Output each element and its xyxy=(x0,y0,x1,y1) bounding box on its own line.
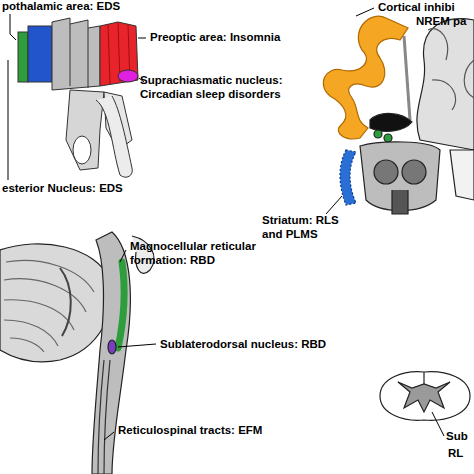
region-label: Preoptic area: Insomnia xyxy=(150,31,280,45)
leader-line xyxy=(8,60,9,180)
region-label: Cortical inhibi xyxy=(378,1,455,15)
leader-line xyxy=(8,14,146,180)
region-label: Sublaterodorsal nucleus: RBD xyxy=(160,338,326,352)
hypothalamus xyxy=(100,22,138,86)
leader-line xyxy=(356,8,374,16)
hypothalamus xyxy=(18,32,28,82)
coronal-brain xyxy=(417,19,474,150)
coronal-brain xyxy=(384,134,392,142)
region-label: pothalamic area: EDS xyxy=(2,0,120,14)
coronal-brain xyxy=(402,160,426,184)
spinal-cord xyxy=(423,372,424,384)
coronal-brain xyxy=(340,150,356,205)
brainstem xyxy=(60,268,71,336)
coronal-brain xyxy=(370,113,412,131)
region-label: esterior Nucleus: EDS xyxy=(2,182,123,196)
brainstem xyxy=(118,262,124,348)
leader-line xyxy=(118,344,156,347)
brainstem xyxy=(92,232,130,474)
region-label: Sub xyxy=(446,430,468,444)
region-label: Magnocellular reticular formation: RBD xyxy=(130,240,280,268)
coronal-brain xyxy=(392,190,408,214)
coronal-brain xyxy=(323,16,474,214)
coronal-brain xyxy=(374,160,398,184)
leader-line xyxy=(432,412,444,436)
coronal-brain xyxy=(374,130,382,138)
leader-line xyxy=(10,14,16,40)
leader-line xyxy=(104,250,156,440)
hypothalamus xyxy=(118,70,138,82)
leader-line xyxy=(138,38,146,39)
brainstem xyxy=(0,232,154,474)
coronal-brain xyxy=(404,36,410,120)
spinal-cord xyxy=(380,372,470,421)
coronal-brain xyxy=(428,29,474,110)
hypothalamus xyxy=(96,96,132,177)
hypothalamus xyxy=(70,24,88,88)
brainstem xyxy=(98,360,110,474)
hypothalamus xyxy=(73,136,91,164)
leader-line xyxy=(120,250,126,262)
hypothalamus xyxy=(52,18,100,90)
brainstem xyxy=(0,244,112,362)
spinal-cord xyxy=(380,372,470,421)
spinal-cord xyxy=(398,382,450,412)
region-label: NREM pa xyxy=(416,15,466,29)
leader-line xyxy=(104,432,114,440)
region-label: RL xyxy=(448,447,463,461)
leader-line xyxy=(326,196,342,214)
hypothalamus xyxy=(18,18,138,177)
leader-line xyxy=(432,412,444,436)
region-label: Suprachiasmatic nucleus: Circadian sleep… xyxy=(140,74,315,102)
coronal-brain xyxy=(450,150,474,200)
hypothalamus xyxy=(28,26,52,82)
leader-line xyxy=(326,8,374,214)
region-label: Striatum: RLS and PLMS xyxy=(262,214,357,242)
region-label: Reticulospinal tracts: EFM xyxy=(118,424,262,438)
brainstem xyxy=(4,260,94,352)
brainstem xyxy=(108,340,116,354)
